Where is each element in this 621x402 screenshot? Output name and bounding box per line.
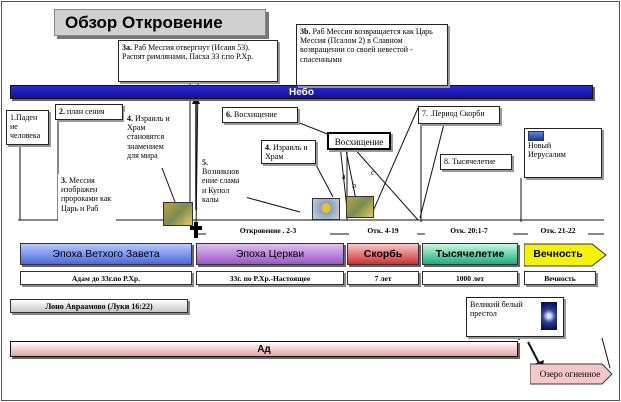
heaven-bar: Небо [10,85,593,99]
note-fall-of-man: 1.Паден ие человека [6,110,49,145]
note-millennium: 8. Тысячелетие [440,154,512,170]
note-islam-rise: 5. Возникнов ение слама и Купол калы [199,156,247,210]
note-rapture: 6. Восхищение [222,107,298,123]
abrahams-bosom: Лоно Авраамово (Луки 16:22) [10,299,188,313]
ref-revelation-20: Отк. 20:1-7 [425,224,513,236]
ref-revelation-21-22: Отк. 21-22 [528,224,588,236]
era-millennium: Тысячелетие [422,243,518,265]
letter-b: b [352,181,356,190]
ref-revelation-2-3: Откровение . 2-3 [206,224,330,236]
date-old-testament: Адам до 33г.по Р.Хр. [20,271,192,285]
date-church: 33г. по Р.Хр.-Настоящее [196,271,344,285]
letter-c: c [371,168,375,177]
ref-revelation-4-19: Отк. 4-19 [349,224,417,236]
lake-of-fire: Озеро огненное [530,363,614,385]
great-white-throne: Великий белый престол [466,297,564,337]
temple-image-1 [163,202,193,226]
new-jerusalem-image [528,131,544,141]
note-new-jerusalem: Новый Иерусалим [524,128,602,178]
note-israel-temple-sign: 4. Израиль и Храм становятся знамением д… [124,112,176,168]
temple-image-2 [346,196,374,218]
date-millennium: 1000 лет [422,271,518,285]
note-servant-rejected: 3a. Раб Мессия отвергнут (Исаия 53). Рас… [118,40,278,82]
letter-a: a [342,172,346,181]
cross-icon [190,222,202,238]
era-church: Эпоха Церкви [196,243,344,265]
throne-image [541,302,557,330]
note-messiah-prophets: 3. Мессия изображен пророками как Царь и… [58,174,116,236]
era-old-testament: Эпоха Ветхого Завета [20,243,192,265]
dome-image [312,198,340,220]
note-israel-temple: 4. Израиль и Храм [261,140,316,164]
date-eternity: Вечность [524,271,596,285]
heaven-label: Небо [289,86,314,98]
note-salvation-plan: 2. план сения [55,104,123,120]
hell-bar: Ад [10,341,518,357]
hell-label: Ад [257,343,271,355]
era-eternity: Вечность [524,243,608,267]
rapture-box: Восхищение [327,132,391,150]
page-title: Обзор Откровение [54,9,266,36]
note-tribulation-period: 7. .Период Скорби [418,106,500,124]
era-tribulation: Скорбь [347,243,419,265]
note-messiah-returns: 3b. Раб Мессия возвращается как Царь Мес… [296,24,448,86]
date-tribulation: 7 лет [347,271,419,285]
